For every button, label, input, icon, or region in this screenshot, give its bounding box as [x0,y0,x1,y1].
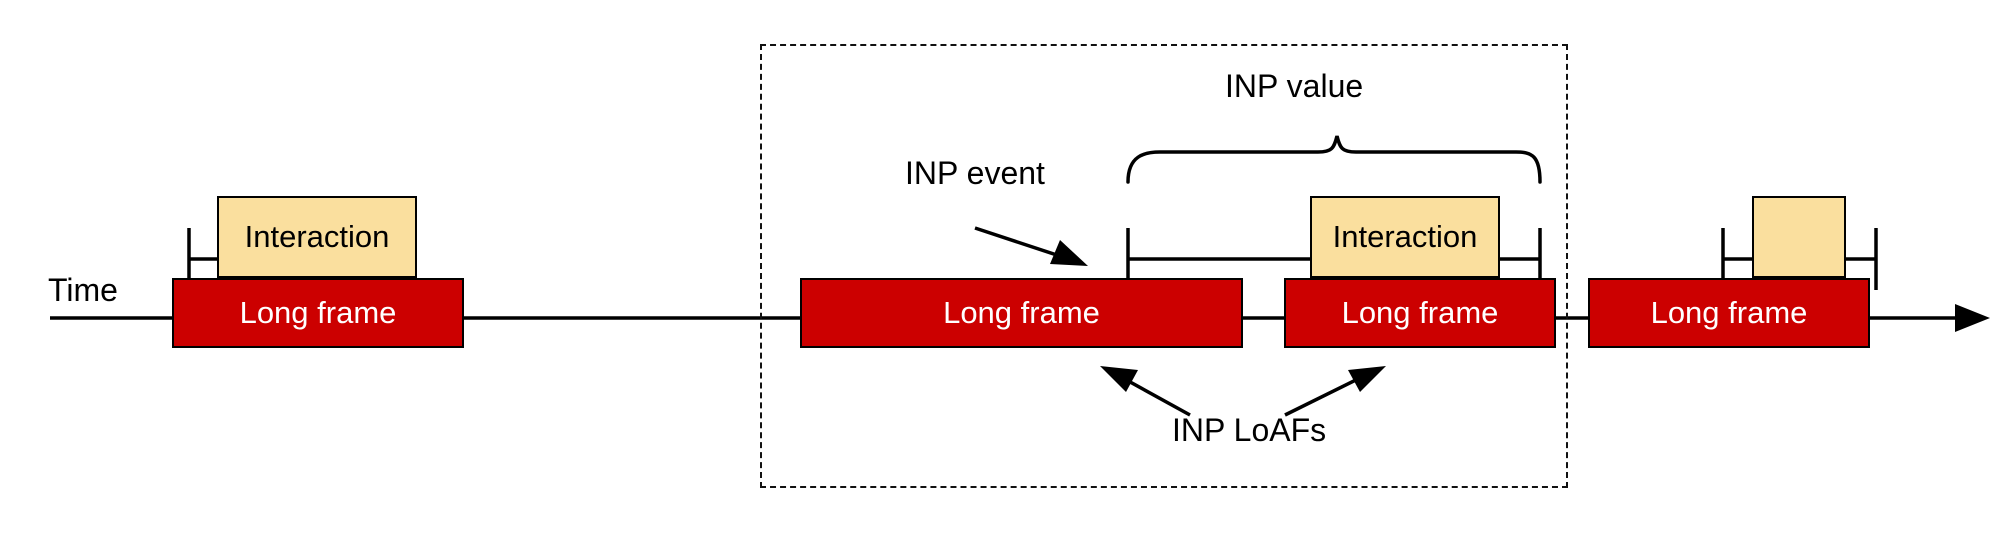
interaction-box-2-label: Interaction [1332,219,1478,254]
long-frame-box-4[interactable]: Long frame [1588,278,1870,348]
interaction-box-2[interactable]: Interaction [1310,196,1500,278]
inp-value-label: INP value [1225,68,1364,104]
time-axis-label: Time [48,272,118,308]
long-frame-box-4-label: Long frame [1650,295,1808,330]
inp-loafs-arrowhead-left [1100,366,1138,392]
inp-value-brace [1126,135,1542,184]
inp-event-arrowhead [1050,240,1088,266]
long-frame-box-1-label: Long frame [239,295,397,330]
long-frame-box-1[interactable]: Long frame [172,278,464,348]
inp-loafs-arrowhead-right [1348,366,1386,392]
long-frame-box-3-label: Long frame [1341,295,1499,330]
time-axis-arrowhead [1955,304,1990,332]
long-frame-box-3[interactable]: Long frame [1284,278,1556,348]
inp-loafs-label: INP LoAFs [1172,412,1327,448]
interaction-box-1[interactable]: Interaction [217,196,417,278]
inp-event-label: INP event [905,155,1045,191]
interaction-box-1-label: Interaction [244,219,390,254]
long-frame-box-2-label: Long frame [943,295,1100,330]
interaction-box-3[interactable] [1752,196,1846,278]
inp-region-dashed-box [760,44,1568,488]
long-frame-box-2[interactable]: Long frame [800,278,1243,348]
